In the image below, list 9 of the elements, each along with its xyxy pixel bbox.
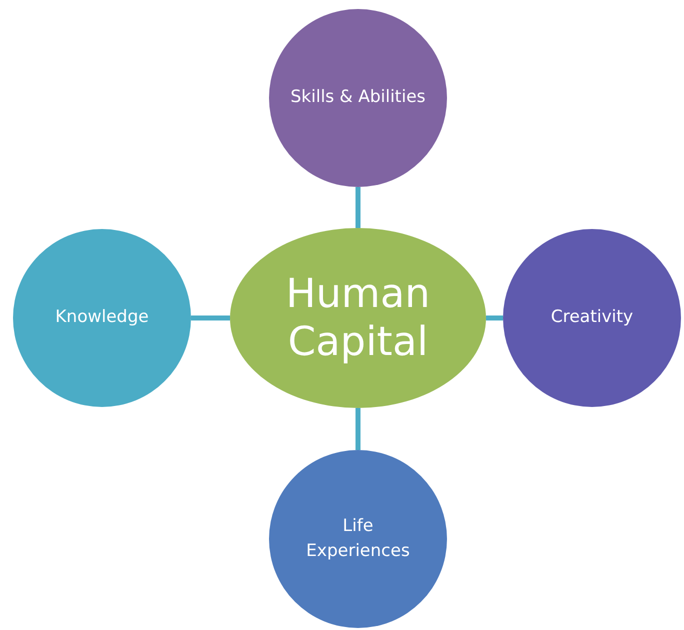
node-label: Life Experiences (305, 514, 411, 563)
node-label: Human Capital (284, 270, 432, 366)
connector-line (191, 316, 230, 320)
connector-line (356, 408, 360, 450)
node-label: Knowledge (55, 306, 149, 330)
node-label: Creativity (550, 306, 634, 330)
node-label: Skills & Abilities (290, 86, 426, 110)
connector-line (486, 316, 503, 320)
connector-line (356, 187, 360, 228)
